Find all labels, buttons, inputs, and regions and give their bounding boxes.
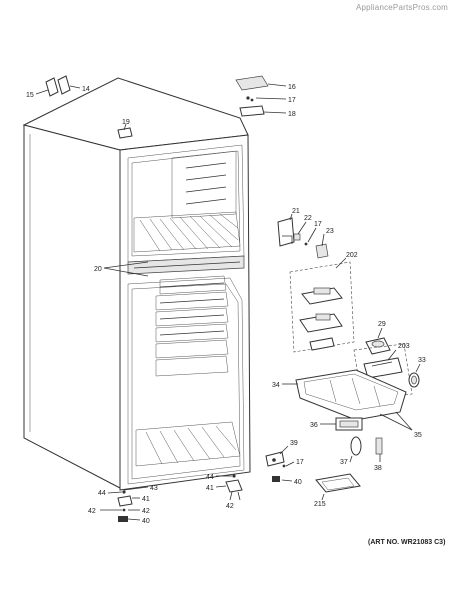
callout-36: 36 bbox=[310, 422, 318, 429]
drip-tray-215 bbox=[315, 473, 361, 501]
callout-215: 215 bbox=[314, 501, 326, 508]
callout-39: 39 bbox=[290, 440, 298, 447]
callout-14: 14 bbox=[82, 86, 90, 93]
callout-44-center: 44 bbox=[206, 474, 214, 481]
bottom-hinge-left bbox=[100, 486, 149, 522]
callout-16: 16 bbox=[288, 84, 296, 91]
callout-202: 202 bbox=[346, 252, 358, 259]
callout-15: 15 bbox=[26, 92, 34, 99]
callout-19: 19 bbox=[122, 119, 130, 126]
callout-42-left: 42 bbox=[88, 508, 96, 515]
callout-35: 35 bbox=[414, 432, 422, 439]
cabinet bbox=[22, 77, 251, 491]
callout-41-left: 41 bbox=[142, 496, 150, 503]
callout-labels: 15 14 16 17 18 19 21 22 17 23 20 202 29 … bbox=[26, 84, 426, 525]
callout-22: 22 bbox=[304, 215, 312, 222]
callout-17-low: 17 bbox=[296, 459, 304, 466]
dispenser-assembly bbox=[353, 343, 421, 401]
part-19-clip bbox=[117, 123, 133, 139]
art-number: (ART NO. WR21083 C3) bbox=[368, 539, 446, 546]
callout-203: 203 bbox=[398, 343, 410, 350]
top-hinge-parts bbox=[35, 75, 81, 97]
callout-41-center: 41 bbox=[206, 485, 214, 492]
callout-23: 23 bbox=[326, 228, 334, 235]
callout-29: 29 bbox=[378, 321, 386, 328]
callout-43: 43 bbox=[150, 485, 158, 492]
auger-motor-parts bbox=[320, 417, 383, 463]
callout-42-center: 42 bbox=[226, 503, 234, 510]
callout-40-left: 40 bbox=[142, 518, 150, 525]
callout-38: 38 bbox=[374, 465, 382, 472]
hinge-cover-assembly bbox=[235, 75, 287, 117]
callout-17-mid: 17 bbox=[314, 221, 322, 228]
callout-44-left: 44 bbox=[98, 490, 106, 497]
callout-34: 34 bbox=[272, 382, 280, 389]
bottom-hinge-right bbox=[265, 445, 295, 482]
watermark: AppliancePartsPros.com bbox=[356, 3, 448, 12]
callout-42-right: 42 bbox=[142, 508, 150, 515]
callout-33: 33 bbox=[418, 357, 426, 364]
callout-37: 37 bbox=[340, 459, 348, 466]
part-20-leaders bbox=[103, 261, 149, 277]
part-29-motor bbox=[365, 327, 391, 355]
ice-maker-mount-parts bbox=[277, 213, 329, 259]
callout-20: 20 bbox=[94, 266, 102, 273]
ice-tray-housing-34 bbox=[282, 369, 413, 431]
ice-kit-202 bbox=[289, 257, 355, 353]
bottom-hinge-center bbox=[215, 474, 243, 501]
callout-17-top: 17 bbox=[288, 97, 296, 104]
callout-40-right: 40 bbox=[294, 479, 302, 486]
callout-21: 21 bbox=[292, 208, 300, 215]
callout-18: 18 bbox=[288, 111, 296, 118]
